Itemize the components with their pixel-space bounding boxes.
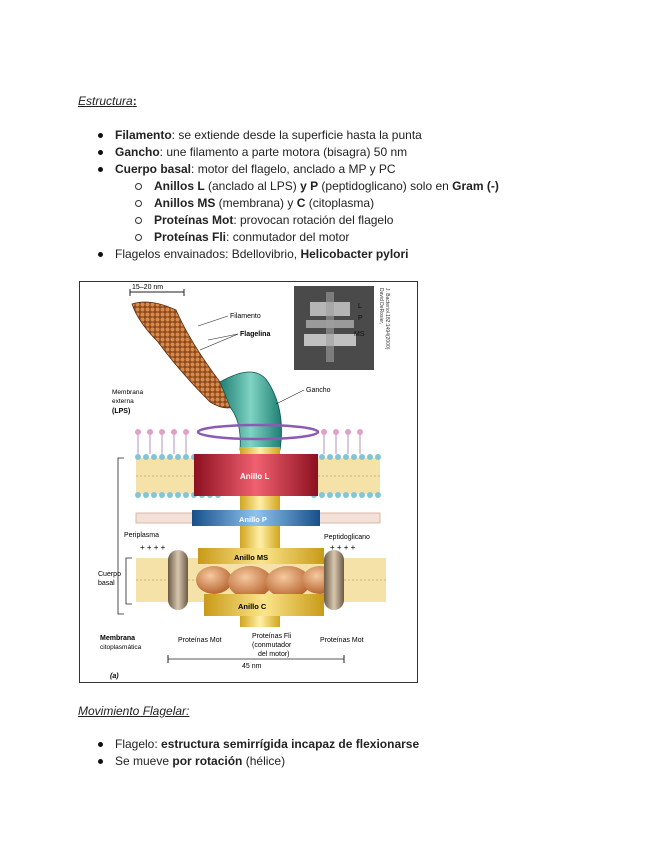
label-membrana-cito-1: Membrana	[100, 635, 135, 642]
mot-protein-left	[168, 550, 188, 610]
list-item-cuerpo-basal: Cuerpo basal: motor del flagelo, anclado…	[98, 161, 499, 178]
label-periplasma: Periplasma	[124, 532, 159, 539]
l-ring-shape	[194, 454, 318, 496]
label-membrana-externa-1: Membrana	[112, 389, 143, 396]
rotation-arrow	[196, 423, 320, 441]
list-item-flagelos-envainados: Flagelos envainados: Bdellovibrio, Helic…	[98, 246, 499, 263]
label-cuerpo-basal-1: Cuerpo	[98, 571, 121, 578]
credit-line-2: J. Bacteriol.182:1494(2000)	[384, 288, 390, 350]
sublist-item-proteinas-fli: Proteínas Fli: conmutador del motor	[115, 229, 499, 246]
list-item-gancho: Gancho: une filamento a parte motora (bi…	[98, 144, 499, 161]
credit-line-1: David DeRosier,	[378, 288, 384, 324]
plus-signs-left: + + + +	[140, 543, 166, 552]
panel-label: (a)	[110, 673, 119, 680]
label-membrana-cito-2: citoplasmática	[100, 644, 142, 651]
label-anillo-p: Anillo P	[239, 515, 267, 524]
plus-signs-right: + + + +	[330, 543, 356, 552]
micrograph-image: L P MS	[294, 286, 374, 370]
mot-protein-right	[324, 550, 344, 610]
movement-list: Flagelo: estructura semirrígida incapaz …	[97, 736, 420, 770]
label-flagelina: Flagelina	[240, 331, 270, 338]
sublist-item-anillos-l-p: Anillos L (anclado al LPS) y P (peptidog…	[115, 178, 499, 195]
label-gancho: Gancho	[306, 387, 331, 394]
label-anillo-ms: Anillo MS	[234, 553, 268, 562]
section-heading-movimiento: Movimiento Flagelar:	[78, 704, 190, 718]
label-peptidoglicano: Peptidoglicano	[324, 534, 370, 541]
sublist-item-anillos-ms-c: Anillos MS (membrana) y C (citoplasma)	[115, 195, 499, 212]
label-anillo-l: Anillo L	[240, 472, 269, 481]
label-filamento: Filamento	[230, 313, 261, 320]
bottom-scale-bar: 45 nm	[167, 655, 345, 670]
flagellum-diagram-svg: 15–20 nm L P MS David DeRosier, J. Bacte…	[98, 284, 390, 680]
label-proteinas-mot-left: Proteínas Mot	[178, 637, 222, 644]
list-item-filamento: Filamento: se extiende desde la superfic…	[98, 127, 499, 144]
label-proteinas-fli-3: del motor)	[258, 651, 290, 658]
list-item-se-mueve: Se mueve por rotación (hélice)	[97, 753, 419, 770]
label-cuerpo-basal-2: basal	[98, 580, 115, 587]
top-scale-bar: 15–20 nm	[129, 284, 185, 296]
top-scale-label: 15–20 nm	[132, 284, 163, 291]
label-proteinas-fli-1: Proteínas Fli	[252, 633, 292, 640]
ms-ring-shape	[198, 548, 324, 564]
section-heading-estructura: Estructura:	[78, 94, 137, 108]
label-anillo-c: Anillo C	[238, 602, 267, 611]
label-proteinas-mot-right: Proteínas Mot	[320, 637, 364, 644]
micro-label-p: P	[358, 315, 363, 322]
label-membrana-externa-2: externa	[112, 398, 134, 405]
sublist-item-proteinas-mot: Proteínas Mot: provocan rotación del fla…	[115, 212, 499, 229]
list-item-flagelo: Flagelo: estructura semirrígida incapaz …	[97, 737, 420, 751]
micro-label-ms: MS	[354, 331, 365, 338]
c-ring-shape	[204, 594, 324, 616]
label-membrana-externa-3: (LPS)	[112, 408, 130, 415]
structure-list: Filamento: se extiende desde la superfic…	[98, 127, 499, 263]
p-ring-shape	[192, 510, 320, 526]
label-proteinas-fli-2: (conmutador	[252, 642, 292, 649]
peptidoglycan-right	[309, 512, 381, 524]
flagellum-diagram: 15–20 nm L P MS David DeRosier, J. Bacte…	[79, 281, 418, 683]
micro-label-l: L	[358, 303, 362, 310]
bottom-scale-label: 45 nm	[242, 663, 262, 670]
